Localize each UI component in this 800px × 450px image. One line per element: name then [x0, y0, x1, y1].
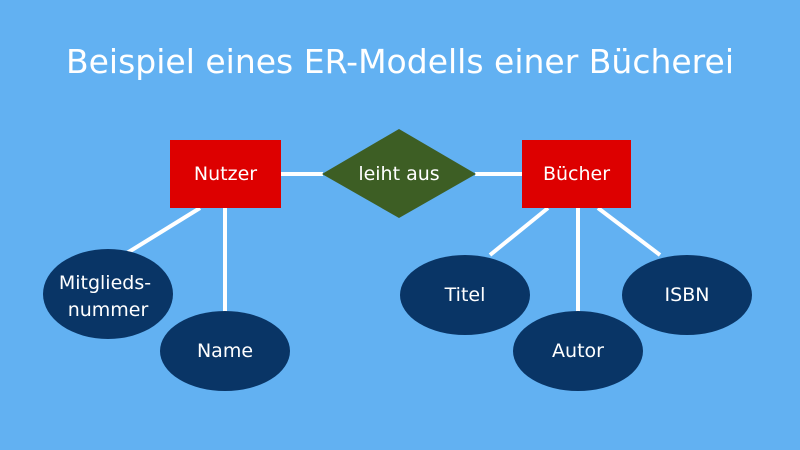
- attribute-isbn-ellipse: [622, 255, 752, 335]
- entity-user-label: Nutzer: [194, 163, 257, 185]
- connector-user-member-number: [125, 206, 202, 255]
- attribute-author: Autor: [513, 311, 643, 391]
- attribute-isbn: ISBN: [622, 255, 752, 335]
- entity-books: Bücher: [522, 140, 631, 208]
- attribute-name: Name: [160, 311, 290, 391]
- entity-books-box: [522, 140, 631, 208]
- slide-title: Beispiel eines ER-Modells einer Bücherei: [65, 42, 734, 81]
- connector-books-title: [488, 206, 550, 257]
- relationship-borrows: leiht aus: [322, 129, 476, 218]
- attribute-member-number-label: Mitglieds- nummer: [59, 272, 157, 321]
- attribute-member-number-line1: Mitglieds-: [59, 272, 151, 294]
- entity-user-box: [170, 140, 281, 208]
- attribute-title-label: Titel: [444, 284, 486, 306]
- attribute-author-label: Autor: [552, 340, 604, 362]
- attribute-title-ellipse: [400, 255, 530, 335]
- attribute-member-number: Mitglieds- nummer: [43, 249, 173, 339]
- connector-books-isbn: [596, 206, 662, 257]
- attribute-name-label: Name: [197, 340, 253, 362]
- relationship-label: leiht aus: [358, 163, 439, 185]
- entity-books-label: Bücher: [543, 163, 610, 185]
- attribute-member-number-ellipse: [43, 249, 173, 339]
- attribute-isbn-label: ISBN: [665, 284, 710, 306]
- attribute-author-ellipse: [513, 311, 643, 391]
- attribute-name-ellipse: [160, 311, 290, 391]
- attribute-title: Titel: [400, 255, 530, 335]
- entity-user: Nutzer: [170, 140, 281, 208]
- connectors: [125, 172, 662, 312]
- attribute-member-number-line2: nummer: [68, 299, 149, 321]
- relationship-diamond: [322, 129, 476, 218]
